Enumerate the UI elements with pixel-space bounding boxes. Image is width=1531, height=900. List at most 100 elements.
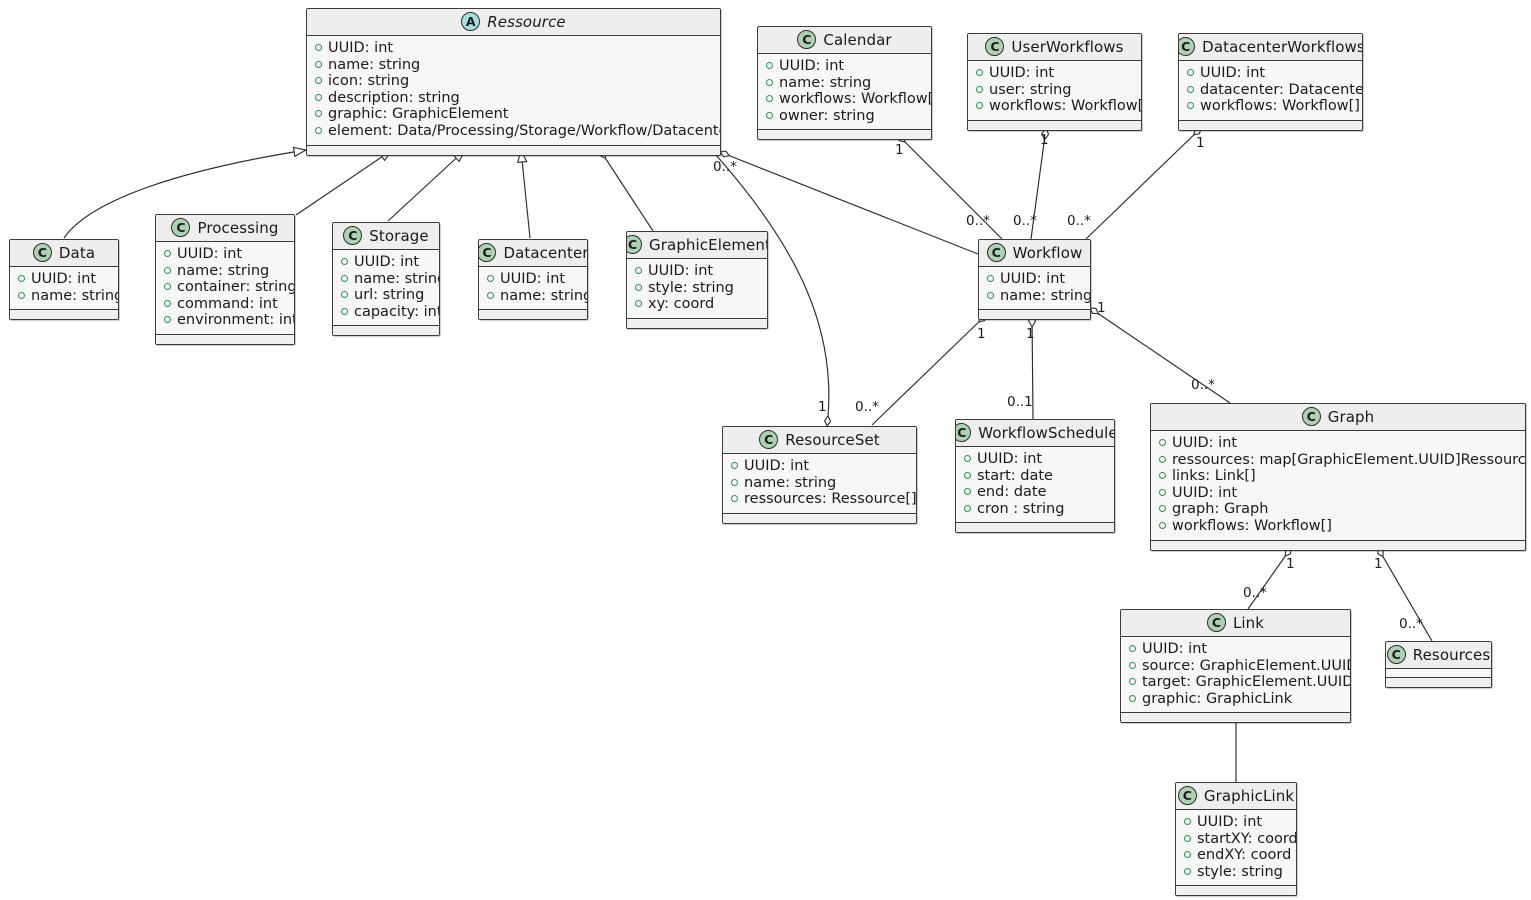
edge-storage-ressource — [387, 148, 467, 222]
attribute-label: links: Link[] — [1172, 468, 1256, 485]
attribute-row: UUID: int — [341, 254, 431, 271]
attribute-row: end: date — [964, 484, 1106, 501]
multiplicity-label: 1 — [1097, 300, 1106, 316]
attribute-row: name: string — [18, 288, 118, 305]
attribute-row: source: GraphicElement.UUID — [1129, 658, 1350, 675]
class-icon: C — [956, 423, 972, 442]
class-attributes-resources — [1386, 669, 1491, 678]
class-name-userworkflows: UserWorkflows — [1011, 37, 1124, 56]
edge-datacenterworkflows-workflow — [1085, 128, 1201, 240]
attribute-row: graph: Graph — [1159, 501, 1517, 518]
attribute-row: cron : string — [964, 501, 1106, 518]
visibility-public-icon — [1159, 521, 1166, 529]
visibility-public-icon — [164, 316, 171, 324]
visibility-public-icon — [1184, 851, 1191, 859]
visibility-public-icon — [487, 291, 494, 299]
attribute-label: name: string — [779, 74, 872, 91]
attribute-label: name: string — [31, 287, 119, 304]
edge-processing-ressource — [295, 149, 394, 216]
attribute-row: icon: string — [315, 73, 712, 90]
visibility-public-icon — [341, 291, 348, 299]
attribute-label: element: Data/Processing/Storage/Workflo… — [328, 122, 721, 139]
visibility-public-icon — [315, 44, 322, 51]
attribute-label: UUID: int — [744, 458, 810, 474]
attribute-label: UUID: int — [354, 254, 420, 270]
attribute-row: capacity: int — [341, 304, 439, 321]
attribute-label: datacenter: Datacenter — [1200, 81, 1363, 98]
class-name-storage: Storage — [369, 226, 429, 245]
class-icon: C — [171, 218, 191, 237]
class-name-workflowschedule: WorkflowSchedule — [978, 423, 1115, 442]
class-methods-graphiclink — [1176, 886, 1296, 896]
attribute-row: style: string — [635, 280, 759, 297]
multiplicity-label: 1 — [977, 326, 986, 342]
multiplicity-label: 0..1 — [1007, 394, 1033, 410]
attribute-label: endXY: coord — [1197, 847, 1292, 864]
visibility-public-icon — [341, 258, 348, 265]
multiplicity-label: 0..* — [1067, 213, 1091, 229]
attribute-row: name: string — [731, 475, 908, 492]
visibility-public-icon — [976, 85, 983, 93]
edge-ressource-graphicelement — [600, 150, 654, 232]
multiplicity-label: 0..* — [1013, 213, 1037, 229]
attribute-label: UUID: int — [1172, 484, 1238, 501]
class-methods-userworkflows — [968, 120, 1141, 130]
visibility-public-icon — [987, 291, 994, 299]
visibility-public-icon — [1129, 645, 1136, 652]
attribute-label: workflows: Workflow[] — [989, 98, 1142, 115]
class-name-processing: Processing — [197, 218, 279, 237]
multiplicity-label: 0..* — [1399, 616, 1423, 632]
class-name-resources: Resources — [1412, 645, 1491, 664]
attribute-row: style: string — [1184, 864, 1288, 881]
attribute-label: name: string — [328, 56, 421, 73]
visibility-public-icon — [315, 110, 322, 118]
visibility-public-icon — [964, 455, 971, 462]
multiplicity-label: 0..* — [1243, 585, 1267, 601]
visibility-public-icon — [731, 462, 738, 469]
attribute-label: url: string — [354, 287, 425, 304]
class-name-datacenterworkflows: DatacenterWorkflows — [1202, 37, 1363, 56]
class-name-ressource: Ressource — [487, 12, 566, 31]
attribute-label: UUID: int — [1197, 814, 1263, 830]
attribute-label: name: string — [177, 262, 270, 279]
attribute-row: UUID: int — [487, 271, 579, 288]
multiplicity-label: 0..* — [855, 399, 879, 415]
class-methods-graphicelement — [627, 318, 767, 328]
class-name-data: Data — [58, 243, 96, 262]
visibility-public-icon — [315, 126, 322, 134]
visibility-public-icon — [1187, 85, 1194, 93]
attribute-row: links: Link[] — [1159, 468, 1517, 485]
class-methods-resourceset — [723, 513, 916, 523]
attribute-label: workflows: Workflow[] — [1200, 98, 1360, 115]
visibility-public-icon — [635, 283, 642, 291]
visibility-public-icon — [164, 283, 171, 291]
visibility-public-icon — [1184, 867, 1191, 875]
attribute-label: UUID: int — [31, 271, 97, 287]
attribute-label: owner: string — [779, 107, 875, 124]
attribute-row: start: date — [964, 468, 1106, 485]
class-icon: C — [985, 37, 1005, 56]
class-methods-processing — [156, 334, 294, 344]
